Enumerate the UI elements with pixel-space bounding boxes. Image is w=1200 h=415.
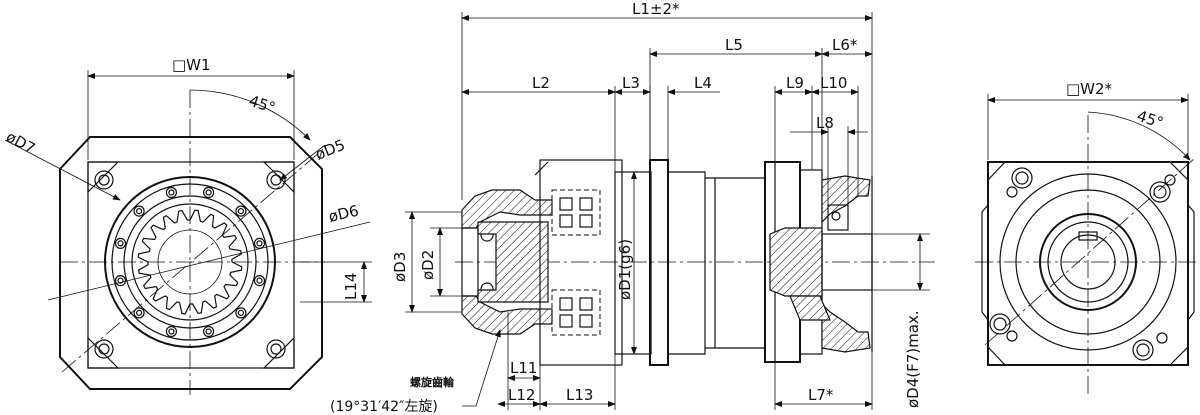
bolt-hole-inner: [136, 309, 143, 316]
bolt-hole-inner: [136, 208, 143, 215]
l7-label: L7*: [808, 386, 834, 404]
d2-label: øD2: [419, 250, 437, 280]
bolt-hole-inner: [237, 208, 244, 215]
bolt-hole: [165, 325, 177, 338]
w2-label: □W2*: [1066, 80, 1113, 98]
l1-label: L1±2*: [632, 0, 680, 18]
bolt-hole: [203, 325, 215, 338]
left-bolt-holes: [114, 186, 266, 338]
right-angle-label: 45°: [1135, 107, 1166, 132]
bolt-hole: [165, 186, 177, 199]
output-collar-bottom: [821, 302, 871, 353]
bolt-hole-inner: [237, 309, 244, 316]
planet-bearing-bottom: [551, 289, 601, 336]
l8-label: L8: [816, 114, 834, 132]
l10-label: L10: [820, 74, 847, 92]
d5-leader: [279, 144, 326, 181]
d6-leader: [47, 221, 371, 301]
l14-label: L14: [342, 273, 360, 300]
output-collar-top: [821, 175, 871, 224]
d7-leader: [4, 139, 121, 201]
output-flange: [649, 159, 669, 366]
d3-label: øD3: [391, 252, 409, 282]
left-angle-label: 45°: [247, 92, 278, 117]
bolt-hole: [114, 275, 127, 287]
right-diag-line: [984, 157, 1196, 346]
l3-label: L3: [622, 74, 640, 92]
bolt-hole: [133, 307, 145, 319]
l6-label: L6*: [832, 36, 858, 54]
l9-label: L9: [786, 74, 804, 92]
output-body: [667, 171, 766, 355]
w1-label: □W1: [172, 56, 211, 74]
right-angle-arc: [1087, 111, 1191, 161]
bolt-hole-inner: [256, 277, 263, 284]
bolt-hole-inner: [168, 328, 175, 335]
l13-label: L13: [566, 386, 593, 404]
left-outer-flange: [59, 136, 323, 390]
bolt-hole-inner: [205, 189, 212, 196]
gear-note-leader: [462, 329, 501, 407]
left-diag-line: [61, 151, 321, 373]
l5-label: L5: [725, 36, 743, 54]
d5-label: øD5: [313, 136, 348, 164]
bolt-hole-inner: [117, 240, 124, 247]
helix-angle-label: (19°31′42″左旋): [330, 399, 438, 415]
output-shaft-hatch: [769, 227, 823, 297]
input-bore: [461, 227, 479, 297]
bolt-hole: [114, 237, 127, 249]
bolt-hole-inner: [117, 277, 124, 284]
d6-label: øD6: [327, 202, 361, 226]
middle-view: L1±2* L5 L6* L2 L3 L4 L9 L10 L8: [330, 0, 935, 415]
bolt-hole: [235, 307, 247, 319]
bolt-hole: [235, 205, 247, 217]
bolt-hole-inner: [205, 328, 212, 335]
right-view: □W2* 45°: [975, 80, 1200, 395]
d4-label: øD4(F7)max.: [904, 310, 922, 408]
bolt-hole-inner: [168, 189, 175, 196]
d1-label: øD1(g6): [616, 239, 634, 300]
left-inner-square: [87, 161, 295, 369]
planet-bearing-top: [551, 189, 601, 236]
l4-label: L4: [694, 74, 712, 92]
bolt-hole-inner: [256, 240, 263, 247]
planet-rollers: [559, 197, 593, 328]
bolt-hole: [253, 237, 266, 249]
bolt-hole: [203, 186, 215, 199]
left-corner-holes: [94, 170, 286, 359]
output-gap-hatch: [789, 295, 831, 321]
left-view: □W1 45° øD7 øD5 øD6 L14: [3, 56, 372, 395]
planet-body: [539, 159, 623, 366]
l11-label: L11: [510, 359, 537, 377]
output-keyway: [827, 204, 849, 231]
bolt-hole: [133, 205, 145, 217]
bolt-hole: [253, 275, 266, 287]
right-corner-holes: [989, 167, 1176, 361]
d7-label: øD7: [3, 128, 38, 158]
l12-label: L12: [508, 386, 535, 404]
l2-label: L2: [532, 74, 550, 92]
gear-note-label: 螺旋齒輪: [410, 375, 455, 389]
left-angle-arc: [189, 89, 311, 141]
